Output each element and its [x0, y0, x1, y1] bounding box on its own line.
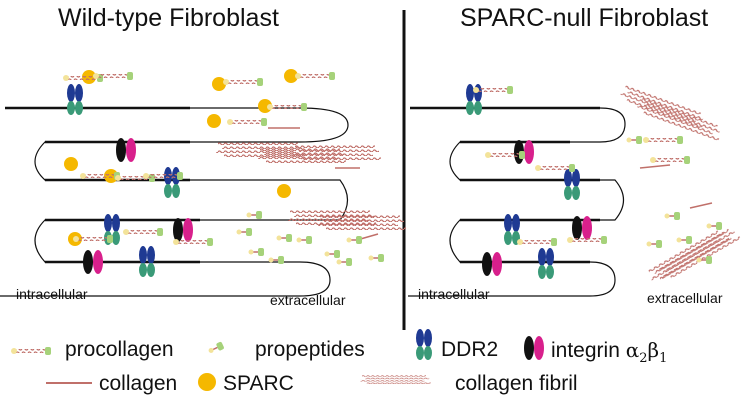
- left-collagen-fibrils: [216, 142, 406, 230]
- ddr2-receptor: [67, 84, 83, 115]
- right-cell-membrane: [408, 107, 626, 297]
- legend-integrin-label: integrin α2β1: [551, 338, 668, 366]
- integrin-receptor: [173, 218, 193, 242]
- legend-sparc-icon: [198, 373, 216, 391]
- legend-procollagen-icon: [11, 347, 51, 355]
- integrin-receptor: [83, 250, 103, 274]
- ddr2-receptor: [538, 248, 554, 279]
- ddr2-receptor: [164, 167, 180, 198]
- ddr2-receptor: [564, 169, 580, 200]
- right-collagen-fibrils: [618, 84, 741, 284]
- right-intracellular-label: intracellular: [418, 286, 490, 302]
- legend-procollagen-label: procollagen: [65, 338, 174, 361]
- left-intracellular-label: intracellular: [16, 286, 88, 302]
- legend-propeptides-label: propeptides: [255, 338, 365, 361]
- right-panel-title: SPARC-null Fibroblast: [460, 4, 709, 32]
- integrin-subscript: α2β1: [625, 338, 668, 366]
- legend-fibril-icon: [360, 375, 431, 384]
- legend-collagen-fibril-label: collagen fibril: [455, 372, 578, 395]
- left-extracellular-label: extracellular: [270, 292, 346, 308]
- legend-ddr2-icon: [416, 329, 432, 360]
- legend-integrin-icon: [524, 336, 544, 360]
- legend-ddr2-label: DDR2: [441, 338, 499, 361]
- left-cell-membrane: [0, 107, 349, 297]
- left-panel-title: Wild-type Fibroblast: [58, 4, 279, 32]
- legend-propeptides-icon: [206, 340, 226, 356]
- legend-collagen-label: collagen: [99, 372, 178, 395]
- legend-sparc-label: SPARC: [223, 372, 294, 395]
- right-membrane-thick: [410, 106, 600, 264]
- integrin-receptor: [482, 252, 502, 276]
- right-extracellular-label: extracellular: [647, 290, 723, 306]
- right-collagen: [639, 164, 713, 209]
